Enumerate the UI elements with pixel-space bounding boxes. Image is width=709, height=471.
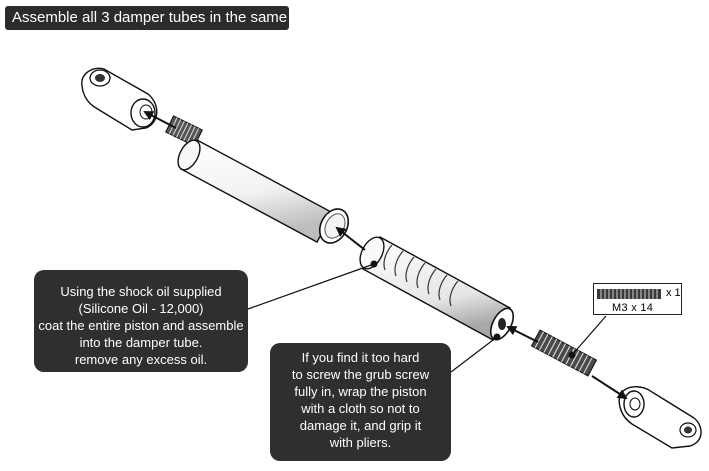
callout-grub-line: with pliers. (329, 435, 392, 450)
arrow-screw-to-piston (506, 326, 539, 343)
callout-shock-oil: Using the shock oil supplied (Silicone O… (34, 270, 248, 372)
arrow-screw-to-rod-end (591, 375, 628, 400)
callout-oil-line: coat the entire piston and assemble (38, 318, 244, 333)
parts-quantity-box (593, 283, 682, 315)
instruction-header: Assemble all 3 damper tubes in the same … (5, 6, 289, 50)
piston (359, 236, 515, 341)
leader-dot-grub-screw (568, 351, 576, 359)
callout-grub-screw-tip: If you find it too hard to screw the gru… (270, 343, 451, 461)
callout-grub-line: to screw the grub screw (291, 367, 430, 382)
callout-oil-line: (Silicone Oil - 12,000) (78, 301, 204, 316)
parts-size-label: M3 x 14 (612, 302, 654, 314)
callout-grub-line: damage it, and grip it (299, 418, 422, 433)
top-rod-end (81, 67, 158, 131)
leader-dot-piston-end (493, 333, 501, 341)
callout-grub-line: fully in, wrap the piston (294, 384, 427, 399)
callout-grub-line: If you find it too hard (301, 350, 420, 365)
arrow-stud-to-rod-end (143, 111, 177, 129)
callout-grub-line: with a cloth so not to (301, 401, 420, 416)
grub-screw-icon (597, 289, 661, 299)
leader-lines (247, 263, 607, 373)
bottom-rod-end (618, 386, 702, 449)
assembly-arrows (143, 111, 628, 400)
callout-oil-line: Using the shock oil supplied (60, 284, 222, 299)
arrow-piston-to-tube (335, 226, 366, 251)
damper-tube (177, 139, 350, 244)
parts-count: x 1 (666, 287, 681, 299)
callout-oil-line: remove any excess oil. (74, 352, 208, 367)
leader-dot-piston (370, 260, 378, 268)
callout-oil-line: into the damper tube. (79, 335, 203, 350)
grub-screw (530, 329, 598, 377)
